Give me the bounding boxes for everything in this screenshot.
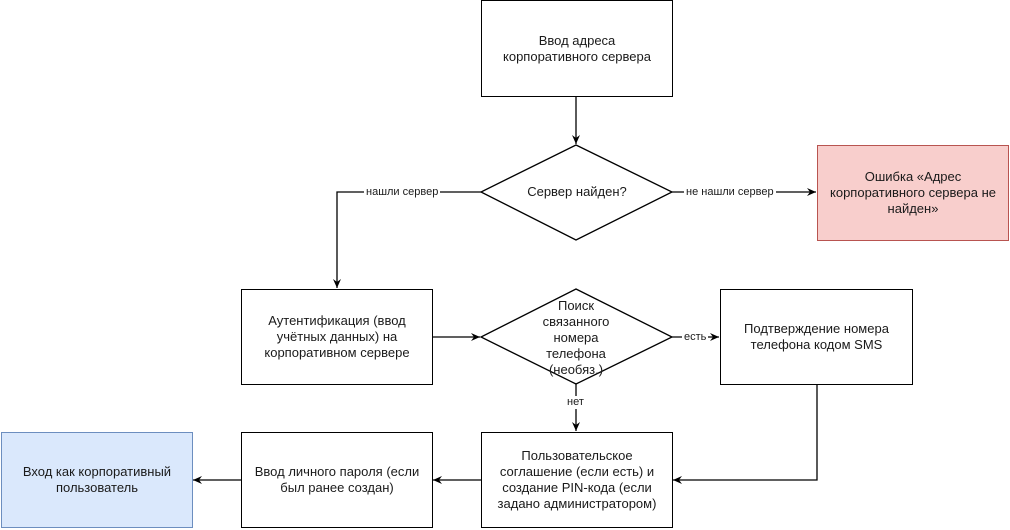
node-error-text: Ошибка «Адрес корпоративного сервера не … [830,169,996,216]
node-phone-search: Поиск связанного номера телефона (необяз… [511,298,641,377]
node-corporate-login: Вход как корпоративный пользователь [1,432,193,528]
node-auth-text: Аутентификация (ввод учётных данных) на … [264,313,410,360]
node-agreement-pin-text: Пользовательское соглашение (если есть) … [497,448,657,511]
node-enter-server-address-text: Ввод адреса корпоративного сервера [503,32,651,64]
node-auth: Аутентификация (ввод учётных данных) на … [241,289,433,385]
edge-label-has-phone: есть [682,331,709,344]
edge-sms-to-agreement [673,384,818,484]
node-server-found-text: Сервер найден? [527,184,627,199]
node-server-found: Сервер найден? [511,170,643,214]
edge-found [333,191,481,288]
node-sms-confirm-text: Подтверждение номера телефона кодом SMS [744,321,889,352]
node-error: Ошибка «Адрес корпоративного сервера не … [817,145,1009,241]
node-sms-confirm: Подтверждение номера телефона кодом SMS [720,289,913,385]
edge-label-not-found: не нашли сервер [684,186,776,199]
edge-label-found: нашли сервер [364,186,441,199]
node-personal-password: Ввод личного пароля (если был ранее созд… [241,432,433,528]
node-enter-server-address: Ввод адреса корпоративного сервера [481,0,673,97]
decision-server-found-shape [479,144,674,241]
node-corporate-login-text: Вход как корпоративный пользователь [22,464,172,495]
node-phone-search-text: Поиск связанного номера телефона (необяз… [542,298,610,377]
node-personal-password-text: Ввод личного пароля (если был ранее созд… [254,464,420,495]
node-agreement-pin: Пользовательское соглашение (если есть) … [481,432,673,528]
edge-label-no-phone: нет [565,396,586,409]
